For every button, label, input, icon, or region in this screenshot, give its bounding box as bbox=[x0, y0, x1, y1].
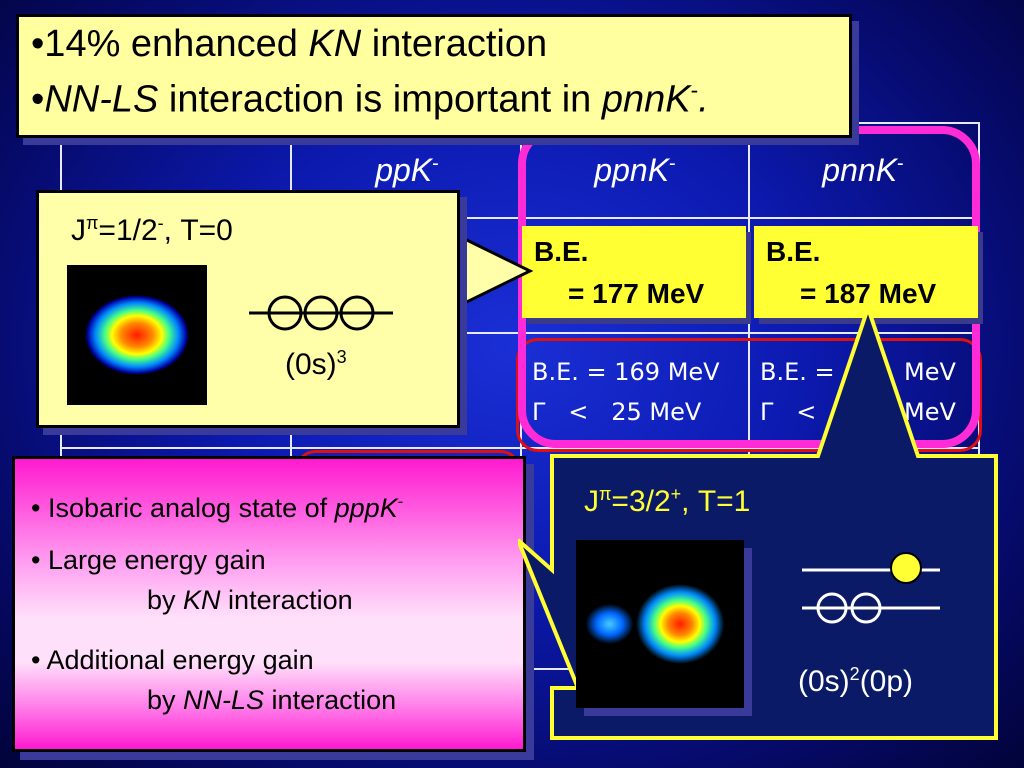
pnnk-row2-be: B.E. = bbox=[760, 358, 835, 386]
left-orbital-diagram bbox=[249, 295, 393, 331]
pink-bullet-1: • Isobaric analog state of pppK- bbox=[31, 493, 404, 523]
right-jpi: Jπ=3/2+, T=1 bbox=[584, 484, 751, 518]
right-orbital-diagram bbox=[802, 552, 940, 624]
left-callout-pointer bbox=[440, 225, 534, 317]
left-density-image bbox=[67, 265, 207, 405]
pink-bullet-3: • Additional energy gain bbox=[31, 645, 314, 675]
table-line bbox=[748, 122, 750, 670]
header-ppk: ppK- bbox=[375, 152, 439, 188]
pink-bullet-2-sub: by KN interaction bbox=[147, 585, 353, 615]
top-note-line2: •NN-LS interaction is important in pnnK-… bbox=[31, 77, 709, 121]
header-pnnk: pnnK- bbox=[822, 152, 904, 188]
top-note-line1: •14% enhanced KN interaction bbox=[31, 23, 548, 65]
top-note: •14% enhanced KN interaction •NN-LS inte… bbox=[16, 14, 852, 138]
ppnk-be-label: B.E. bbox=[534, 236, 589, 267]
row2-highlight bbox=[516, 338, 982, 452]
pink-note: • Isobaric analog state of pppK- • Large… bbox=[12, 456, 526, 752]
right-callout-body: Jπ=3/2+, T=1 (0s)2(0p) bbox=[572, 484, 992, 744]
pnnk-row2-be-unit: MeV bbox=[904, 358, 956, 386]
pink-bullet-3-sub: by NN-LS interaction bbox=[147, 685, 397, 715]
right-density-image bbox=[576, 540, 744, 708]
left-callout: Jπ=1/2-, T=0 (0s)3 bbox=[36, 190, 460, 428]
header-ppnk: ppnK- bbox=[594, 152, 676, 188]
right-config: (0s)2(0p) bbox=[798, 664, 914, 698]
ppnk-be-value: = 177 MeV bbox=[568, 278, 705, 309]
table-line bbox=[60, 447, 980, 449]
pink-bullet-2: • Large energy gain bbox=[31, 545, 266, 575]
ppnk-row2-be: B.E. = 169 MeV bbox=[532, 358, 720, 386]
ppnk-be-box: B.E. = 177 MeV bbox=[522, 226, 746, 318]
left-config: (0s)3 bbox=[285, 347, 347, 381]
pnnk-row2-width: Γ < bbox=[760, 398, 817, 426]
pnnk-be-label: B.E. bbox=[766, 236, 821, 267]
left-jpi: Jπ=1/2-, T=0 bbox=[71, 213, 233, 247]
